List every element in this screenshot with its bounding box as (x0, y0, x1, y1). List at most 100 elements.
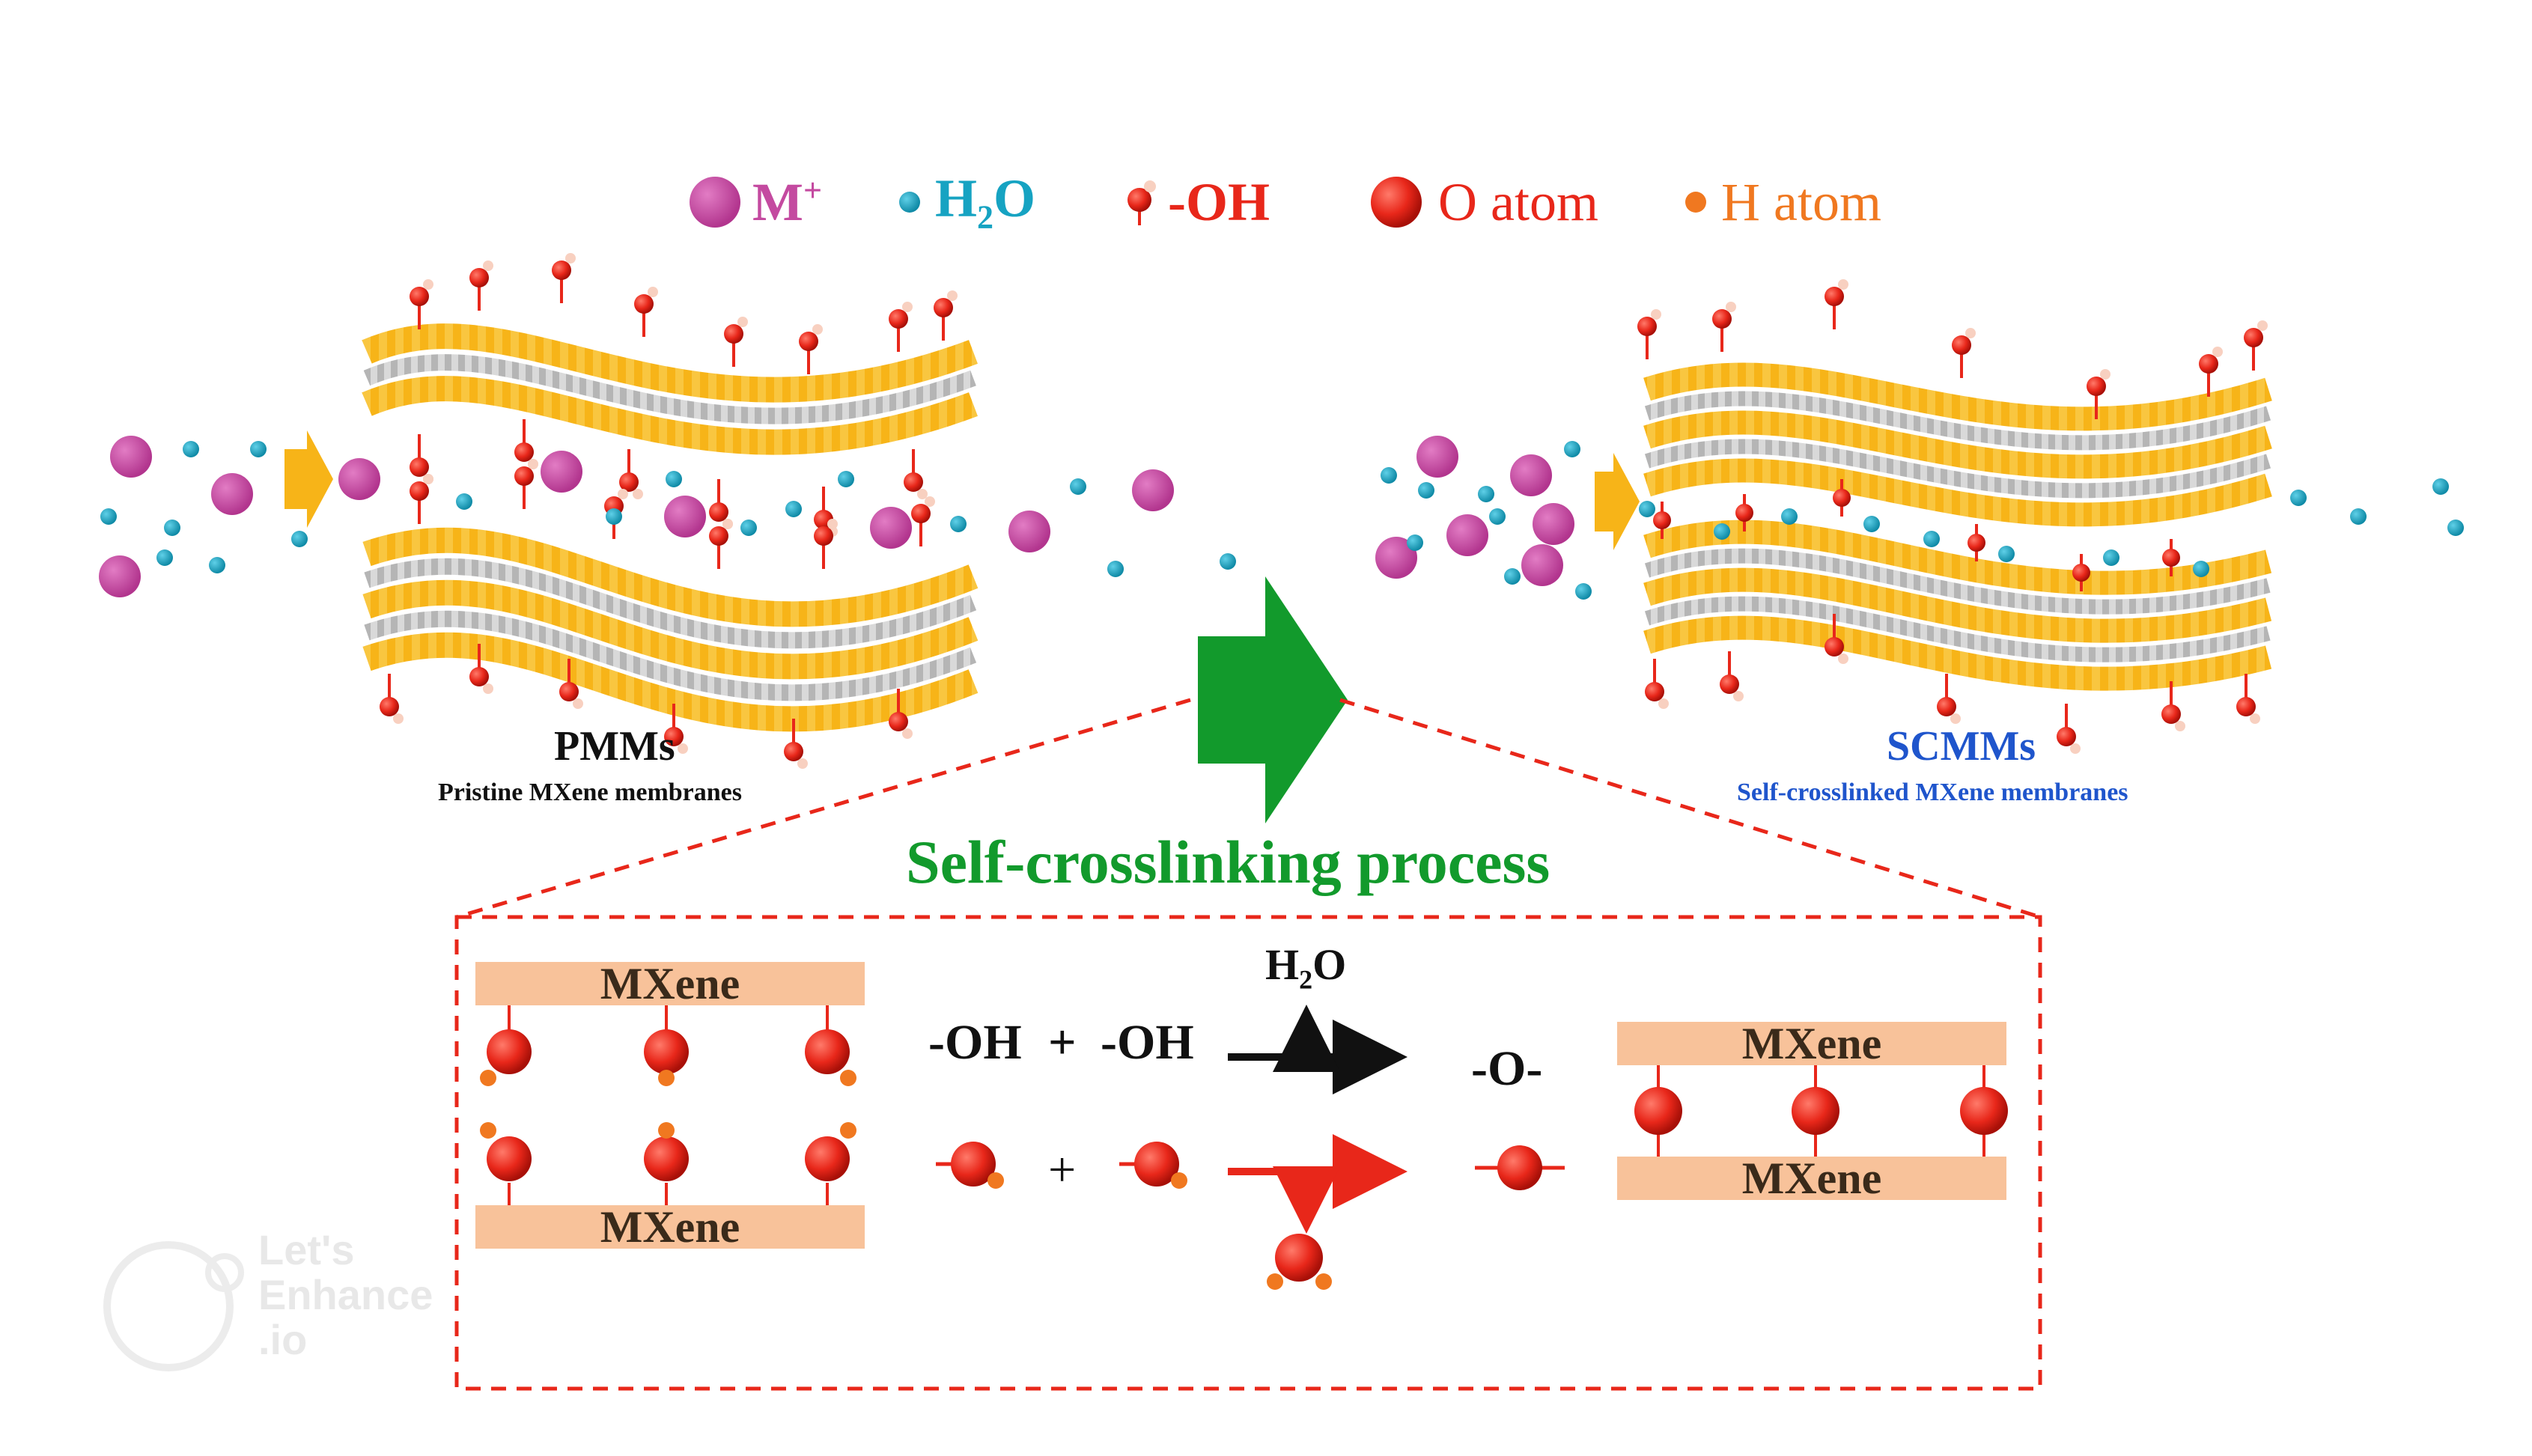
oxygen-atom (410, 287, 429, 306)
metal-ion (211, 473, 253, 515)
water-molecule (1418, 482, 1434, 499)
water-molecule (1220, 553, 1236, 570)
legend-hydrogen-label: H atom (1721, 171, 1881, 232)
hydrogen-atom (840, 1122, 856, 1139)
watermark-line2: Enhance (258, 1271, 433, 1318)
hydroxyl-group (1952, 328, 1976, 378)
hydrogen-atom (722, 519, 733, 529)
oxygen-atom (1952, 335, 1971, 355)
hydrogen-atom (658, 1122, 675, 1139)
water-molecule (1489, 508, 1506, 525)
hydroxyl-group (1645, 659, 1669, 709)
ether-product: -O- (1471, 1041, 1543, 1096)
water-molecule (2350, 508, 2367, 525)
water-molecule (2103, 549, 2119, 566)
hydrogen-atom (1965, 328, 1976, 338)
zoom-callout (454, 698, 2042, 1391)
hydrogen-atom (827, 519, 838, 529)
oxygen-atom (619, 472, 639, 492)
hydrogen-atom (797, 758, 808, 769)
hydrogen-atom (565, 253, 576, 264)
hydrogen-atom (1658, 698, 1669, 709)
oxygen-atom-icon (1371, 177, 1422, 228)
hydroxyl-group (1712, 302, 1736, 352)
hydrogen-atom (633, 489, 643, 499)
hydroxyl-group (784, 719, 808, 769)
metal-ion (1375, 537, 1417, 579)
plus-sign-bottom: + (1048, 1142, 1077, 1197)
process-title: Self-crosslinking process (906, 828, 1550, 896)
hydrogen-atom (2070, 743, 2081, 754)
mxene-label: MXene (1741, 1018, 1882, 1068)
oxygen-atom (1968, 534, 1985, 552)
hydroxyl-group (889, 689, 913, 739)
pmm-hydroxyl-groups (380, 253, 958, 769)
oxygen-atom (410, 457, 429, 477)
hydrogen-atom (1267, 1273, 1283, 1290)
hydroxyl-group (514, 459, 538, 509)
legend-oxygen: O atom (1366, 165, 1598, 240)
reactant-left: -OH (928, 1015, 1022, 1070)
oxygen-atom (644, 1029, 689, 1074)
water-icon (899, 192, 920, 213)
metal-ion (338, 458, 380, 500)
legend-metal-ion: M+ (685, 165, 822, 240)
oxygen-atom (469, 667, 489, 686)
hydroxyl-group (709, 519, 733, 569)
hydrogen-atom (925, 496, 935, 507)
hydrogen-atom (1950, 713, 1961, 724)
hydrogen-atom (840, 1070, 856, 1086)
oxygen-atom (1637, 317, 1657, 336)
oxygen-atom (709, 502, 728, 522)
hydroxyl-group (1937, 674, 1961, 724)
mxene-label: MXene (1741, 1153, 1882, 1203)
oxygen-atom (951, 1142, 996, 1187)
oxygen-atom (634, 294, 654, 314)
water-molecule (606, 508, 622, 525)
oxygen-atom (1712, 309, 1732, 329)
oxygen-atom (1497, 1145, 1542, 1190)
metal-ion (1533, 503, 1574, 545)
water-molecule (1781, 508, 1798, 525)
hydrogen-atom (2250, 713, 2260, 724)
hydrogen-atom (618, 489, 628, 499)
oxygen-atom (805, 1029, 850, 1074)
hydrogen-atom (1651, 309, 1661, 320)
watermark-line1: Let's (258, 1226, 355, 1273)
hydrogen-atom (902, 302, 913, 312)
hydrogen-atom (658, 1070, 675, 1086)
mxene-label: MXene (600, 1201, 740, 1252)
oxygen-atom (380, 697, 399, 716)
hydrogen-atom (902, 728, 913, 739)
hydrogen-atom (528, 459, 538, 469)
water-molecule (1575, 583, 1592, 600)
hydroxyl-group (1825, 279, 1848, 329)
hydroxyl-group (410, 279, 433, 329)
metal-ion (870, 507, 912, 549)
oxygen-atom (1653, 511, 1671, 529)
hydrogen-atom (947, 290, 958, 301)
plus-sign-top: + (1048, 1015, 1077, 1070)
oxygen-atom (1645, 682, 1664, 701)
metal-ion (110, 436, 152, 478)
oxygen-atom (814, 526, 833, 546)
oxygen-atom (805, 1136, 850, 1181)
pmm-top-sheet (362, 323, 978, 455)
hydroxyl-icon (1127, 180, 1156, 225)
hydroxyl-group (664, 704, 688, 754)
hydroxyl-group (380, 674, 404, 724)
pmm-ion-flow (99, 436, 1236, 597)
water-molecule (2290, 490, 2307, 506)
oxygen-atom (1792, 1087, 1839, 1135)
water-molecule (838, 471, 854, 487)
oxygen-atom (1937, 697, 1956, 716)
hydroxyl-group (1825, 614, 1848, 664)
oxygen-atom (2072, 564, 2090, 582)
hydrogen-atom (483, 261, 493, 271)
reactant-right: -OH (1101, 1015, 1194, 1070)
pmm-title: PMMs (554, 723, 675, 770)
metal-ion (1132, 469, 1174, 511)
hydroxyl-group (1637, 309, 1661, 359)
legend-water: H2O (895, 165, 1035, 240)
